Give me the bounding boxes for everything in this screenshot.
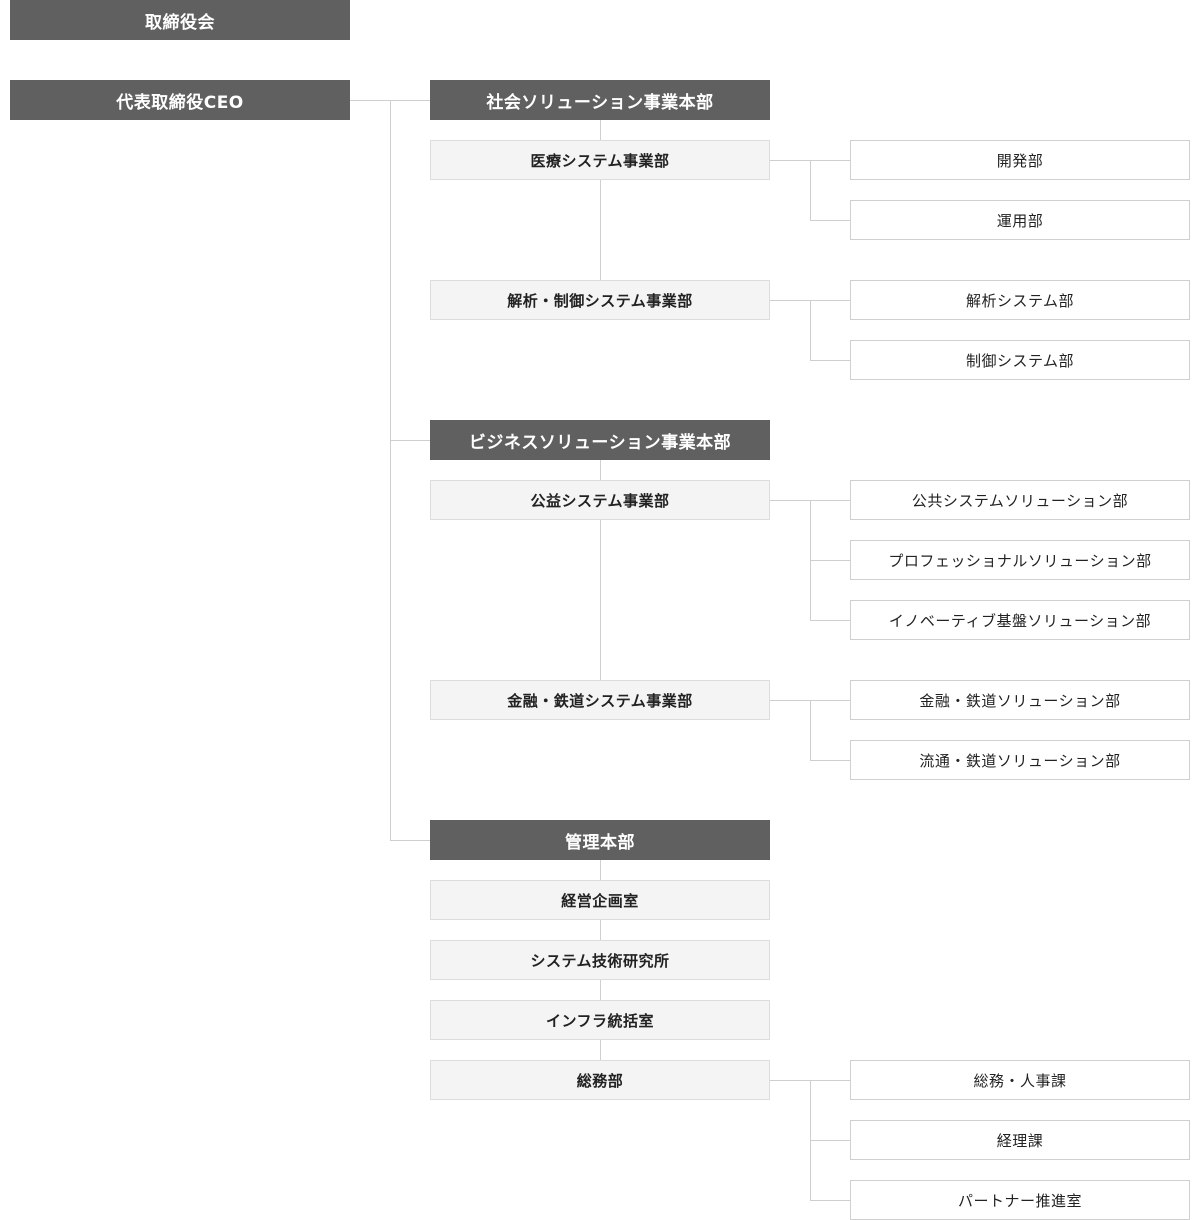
ceo-box: 代表取締役CEO [10, 80, 350, 120]
connector-unit-2-trunk [810, 300, 811, 360]
unit-box: 解析・制御システム事業部 [430, 280, 770, 320]
connector-division-2-trunk [600, 460, 601, 680]
department-box: 経理課 [850, 1120, 1190, 1160]
division-box: 管理本部 [430, 820, 770, 860]
connector-unit-1-trunk [810, 160, 811, 220]
department-box: 総務・人事課 [850, 1060, 1190, 1100]
connector-division-3 [390, 840, 430, 841]
connector-unit-soumu-dept-2 [810, 1140, 850, 1141]
department-box: プロフェッショナルソリューション部 [850, 540, 1190, 580]
connector-unit-3-dept-2 [810, 560, 850, 561]
unit-box: 医療システム事業部 [430, 140, 770, 180]
unit-box: 公益システム事業部 [430, 480, 770, 520]
connector-unit-3-dept-3 [810, 620, 850, 621]
connector-unit-2-dept-2 [810, 360, 850, 361]
department-box: 流通・鉄道ソリューション部 [850, 740, 1190, 780]
unit-box: 総務部 [430, 1060, 770, 1100]
division-box: 社会ソリューション事業本部 [430, 80, 770, 120]
department-box: イノベーティブ基盤ソリューション部 [850, 600, 1190, 640]
board-box: 取締役会 [10, 0, 350, 40]
connector-division-1-trunk [600, 120, 601, 280]
division-box: ビジネスソリューション事業本部 [430, 420, 770, 460]
unit-box: 金融・鉄道システム事業部 [430, 680, 770, 720]
unit-box: インフラ統括室 [430, 1000, 770, 1040]
connector-unit-1-dept-2 [810, 220, 850, 221]
unit-box: 経営企画室 [430, 880, 770, 920]
connector-unit-soumu-dept-3 [810, 1200, 850, 1201]
connector-unit-4-trunk [810, 700, 811, 760]
department-box: 開発部 [850, 140, 1190, 180]
connector-division-2 [390, 440, 430, 441]
department-box: 解析システム部 [850, 280, 1190, 320]
department-box: 制御システム部 [850, 340, 1190, 380]
department-box: 運用部 [850, 200, 1190, 240]
connector-unit-4-dept-2 [810, 760, 850, 761]
department-box: 金融・鉄道ソリューション部 [850, 680, 1190, 720]
connector-ceo-trunk [390, 100, 391, 840]
unit-box: システム技術研究所 [430, 940, 770, 980]
department-box: 公共システムソリューション部 [850, 480, 1190, 520]
department-box: パートナー推進室 [850, 1180, 1190, 1220]
